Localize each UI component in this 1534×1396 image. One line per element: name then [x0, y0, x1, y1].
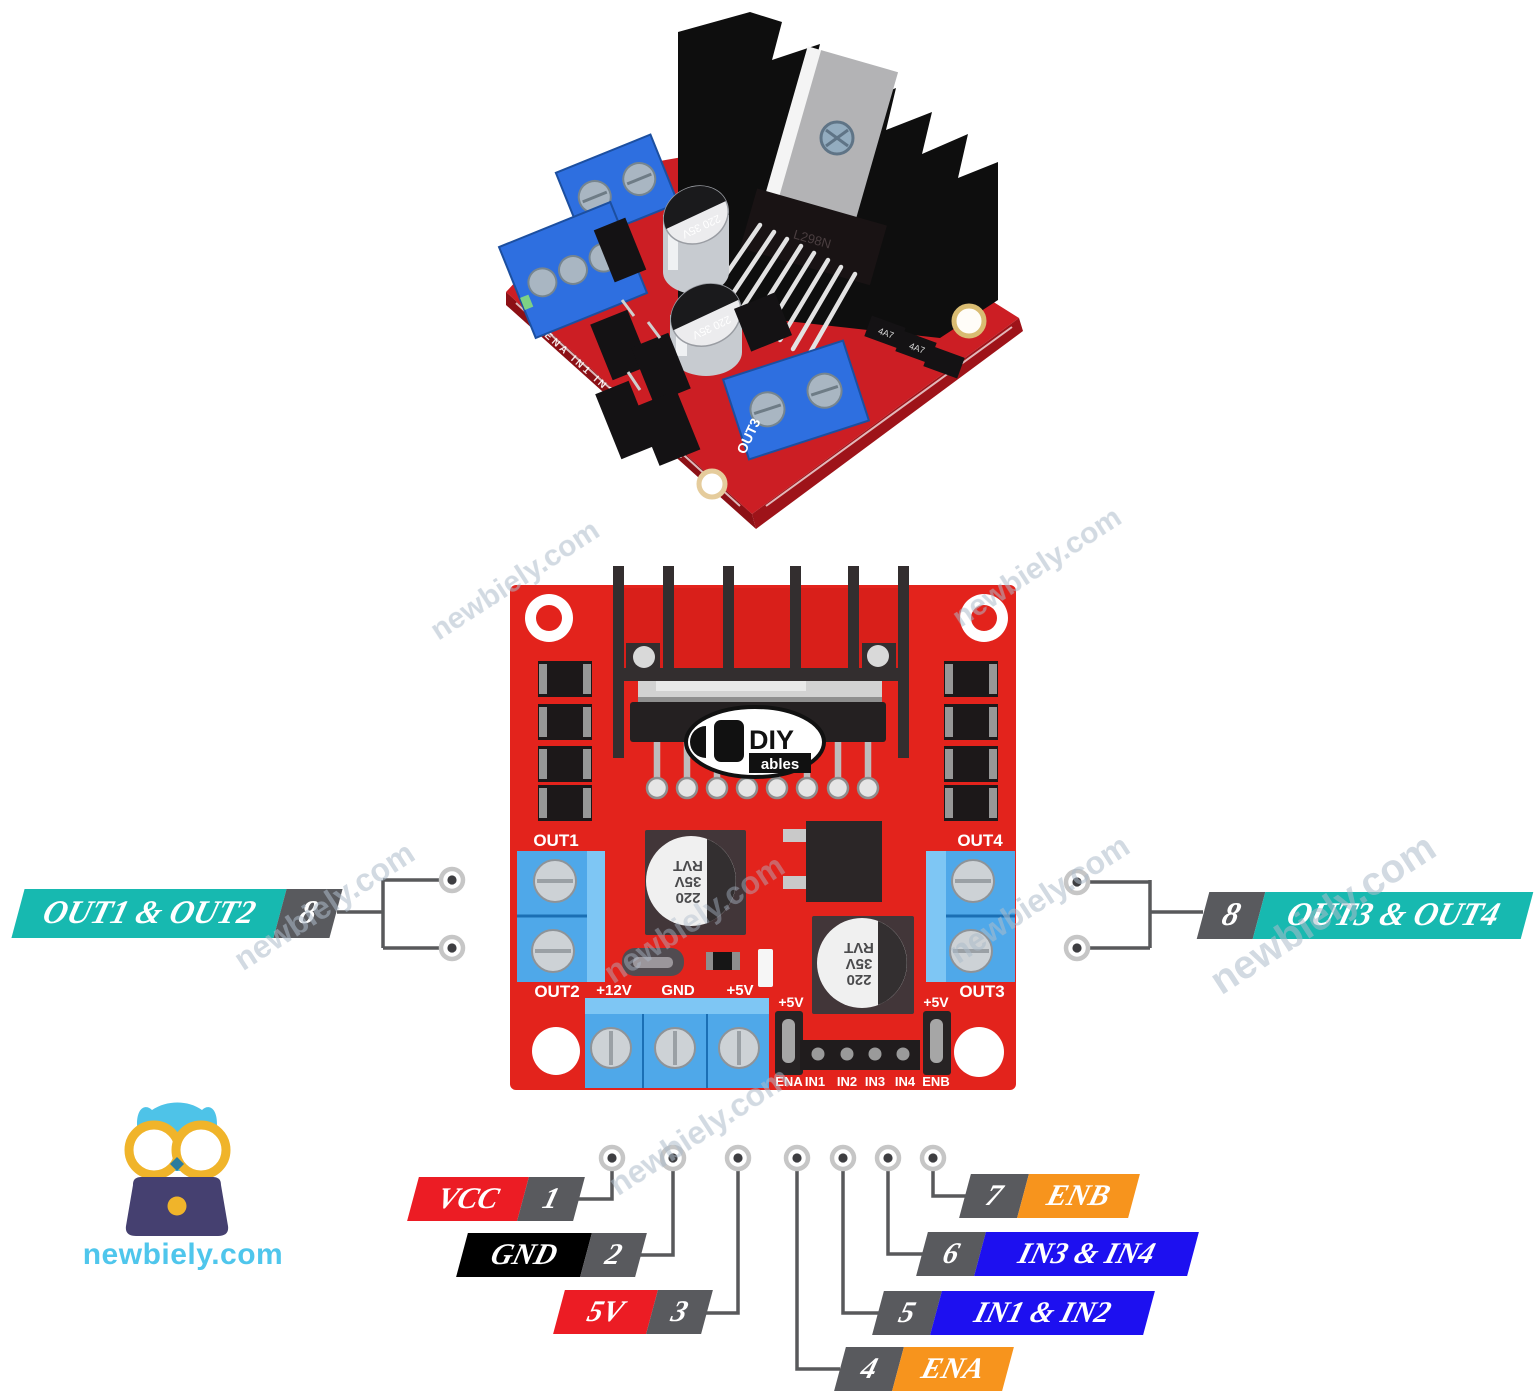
pin-label: ENA — [892, 1347, 1014, 1391]
label-in4: IN4 — [895, 1074, 916, 1089]
pin-label: GND — [456, 1233, 592, 1277]
wire-out1-out2 — [337, 878, 440, 950]
wire-ena — [795, 1169, 840, 1371]
laptop-logo-dot — [167, 1196, 187, 1216]
diyables-suffix: ables — [761, 756, 799, 773]
pin-dots — [438, 866, 1091, 1172]
capacitor-2: 220 35V RVT — [812, 916, 914, 1014]
board-illustration: 220 35V RVT 220 35V RVT — [510, 566, 1016, 1090]
wire-in1-in2 — [841, 1169, 880, 1315]
svg-text:220: 220 — [846, 971, 871, 988]
pin-callout-gnd: GND 2 — [456, 1233, 647, 1277]
wire-in3-in4 — [886, 1169, 924, 1256]
terminal-power — [585, 998, 769, 1088]
label-out1: OUT1 — [533, 831, 578, 850]
pin-callout-enb: 7 ENB — [959, 1174, 1140, 1218]
diyables-logo: DIY ables — [684, 705, 826, 779]
callout-label: OUT1 & OUT2 — [11, 889, 287, 938]
wire-vcc — [570, 1169, 614, 1201]
wire-gnd — [637, 1169, 675, 1257]
label-out3: OUT3 — [959, 982, 1004, 1001]
ic-pins — [645, 742, 880, 800]
label-enb: ENB — [922, 1074, 949, 1089]
pin-number: 2 — [580, 1233, 647, 1277]
pin-number: 3 — [646, 1290, 713, 1334]
pin-label: IN3 & IN4 — [974, 1232, 1199, 1276]
photo-led — [520, 294, 534, 310]
label-12v: +12V — [596, 982, 631, 999]
svg-text:RVT: RVT — [844, 939, 874, 956]
callout-wires — [337, 878, 1203, 1371]
pin-callout-ena: 4 ENA — [834, 1347, 1014, 1391]
mounting-holes — [525, 594, 1008, 1077]
smd-part — [758, 949, 773, 987]
label-5v-enb: +5V — [923, 994, 949, 1010]
label-5v-ena: +5V — [778, 994, 804, 1010]
label-5v: +5V — [726, 982, 753, 999]
wire-out3-out4 — [1089, 880, 1203, 950]
label-in2: IN2 — [837, 1074, 857, 1089]
photo-mounting-hole — [951, 303, 987, 339]
site-brand: newbiely.com — [82, 1238, 284, 1271]
diyables-brand: DIY — [749, 725, 794, 755]
svg-text:35V: 35V — [675, 873, 702, 890]
voltage-regulator — [783, 821, 882, 902]
control-header — [775, 1011, 951, 1075]
label-ena: ENA — [775, 1074, 803, 1089]
photo-jumpers — [590, 217, 793, 466]
capacitor-1: 220 35V RVT — [645, 830, 746, 935]
owl-glasses — [171, 1120, 231, 1180]
module-photo: ENA IN1 IN2 IN3 IN4 ENB L298N — [497, 12, 1023, 529]
pin-label: IN1 & IN2 — [930, 1291, 1155, 1335]
photo-terminal-out3 — [721, 339, 871, 461]
smd-diodes — [538, 661, 998, 821]
photo-capacitor-2: 220 35V — [670, 283, 742, 376]
pin-callout-in1-in2: 5 IN1 & IN2 — [872, 1291, 1155, 1335]
label-out2: OUT2 — [534, 982, 579, 1001]
owl-logo — [124, 1102, 231, 1236]
svg-text:35V: 35V — [846, 955, 873, 972]
callout-label: OUT3 & OUT4 — [1252, 892, 1534, 939]
wire-enb — [931, 1169, 967, 1198]
photo-diodes: 4A7 4A7 — [864, 315, 965, 379]
pin-label: VCC — [407, 1177, 529, 1221]
terminal-out1-out2 — [517, 851, 605, 982]
svg-text:RVT: RVT — [673, 857, 703, 874]
photo-capacitor-1: 220 35V — [663, 185, 729, 294]
callout-out3-out4: 8 OUT3 & OUT4 — [1196, 892, 1534, 939]
silkscreen-labels: OUT1 OUT4 OUT2 OUT3 +12V GND +5V +5V +5V… — [533, 831, 1004, 1089]
pin-label: 5V — [553, 1290, 658, 1334]
terminal-out3-out4 — [926, 851, 1015, 982]
label-out4: OUT4 — [957, 831, 1003, 850]
pin-callout-in3-in4: 6 IN3 & IN4 — [916, 1232, 1199, 1276]
label-in3: IN3 — [865, 1074, 885, 1089]
heatsink-hole — [633, 646, 655, 668]
pin-callout-5v: 5V 3 — [553, 1290, 713, 1334]
pin-label: ENB — [1017, 1174, 1140, 1218]
pin-callout-vcc: VCC 1 — [407, 1177, 585, 1221]
svg-text:220: 220 — [675, 889, 700, 906]
wire-5v — [700, 1169, 740, 1315]
label-in1: IN1 — [805, 1074, 825, 1089]
label-gnd: GND — [661, 982, 695, 999]
heatsink-hole — [867, 645, 889, 667]
pin-number: 1 — [517, 1177, 585, 1221]
owl-beak — [170, 1157, 184, 1171]
callout-out1-out2: OUT1 & OUT2 8 — [11, 889, 343, 938]
photo-mounting-hole — [696, 468, 728, 500]
